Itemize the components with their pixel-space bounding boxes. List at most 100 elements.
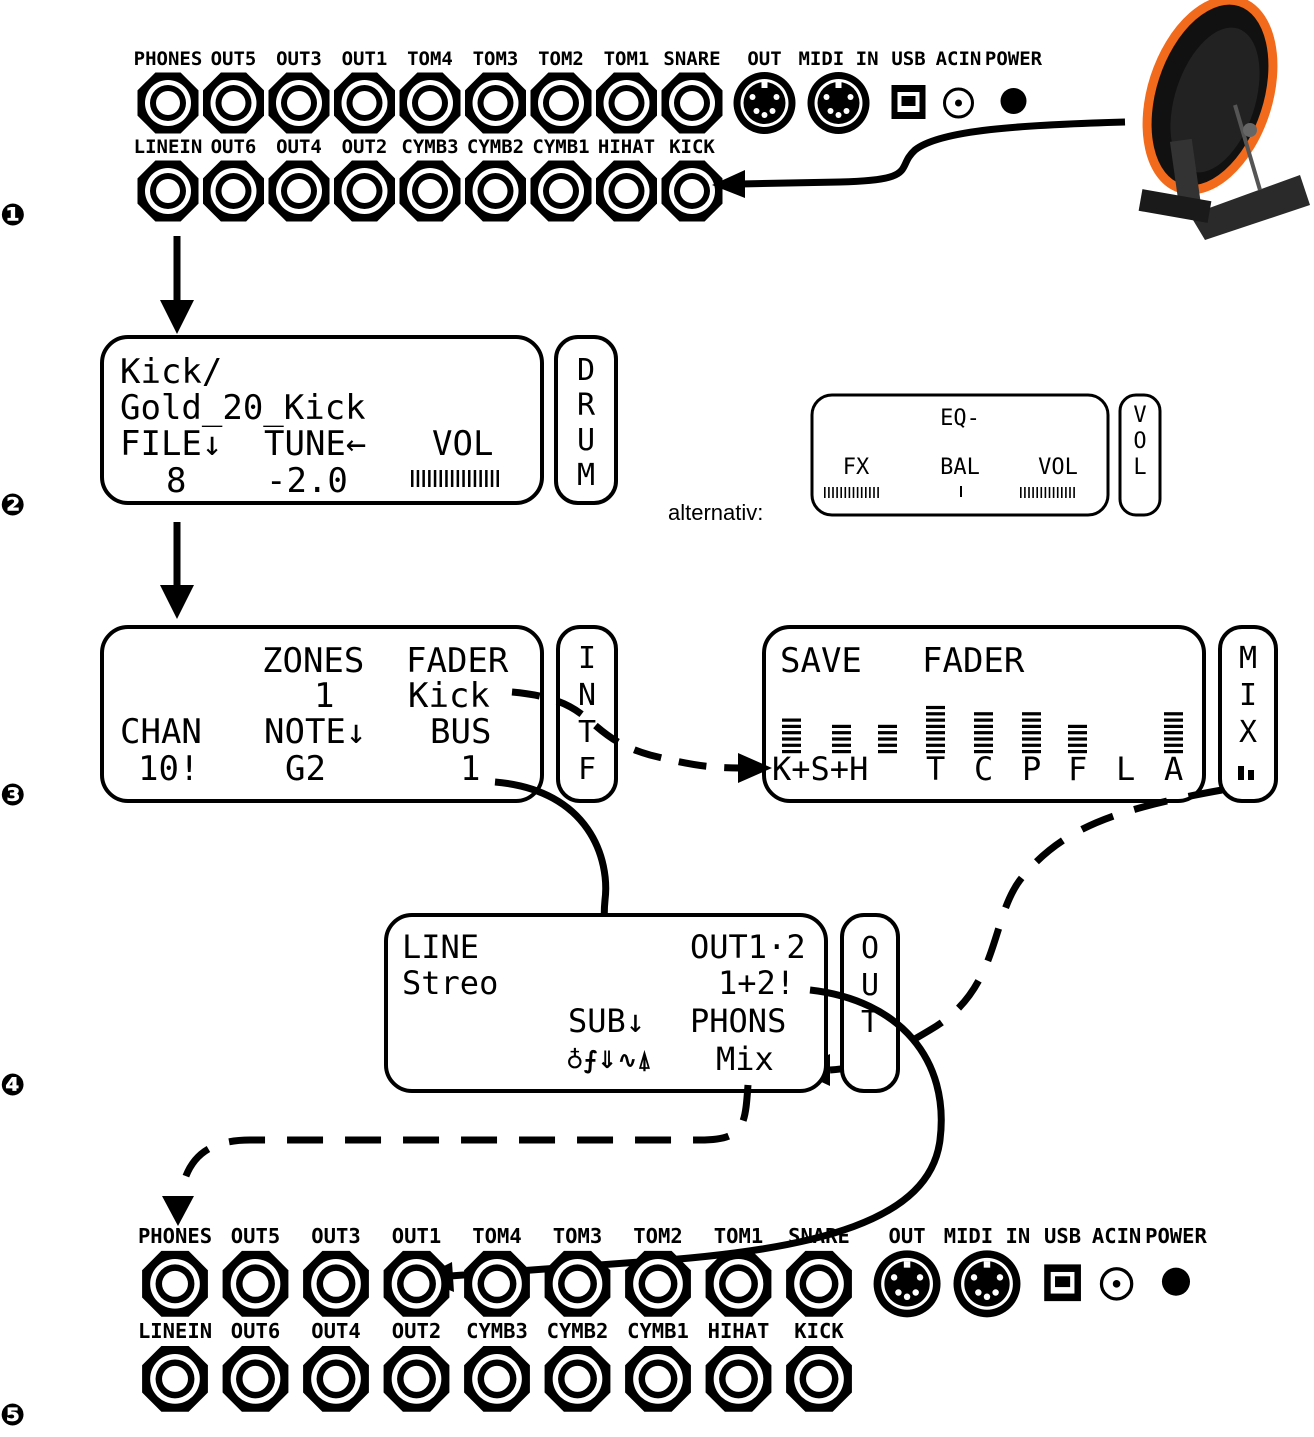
jack-top bbox=[531, 73, 592, 134]
intf-label-bus: BUS bbox=[430, 712, 491, 752]
jack-panel-top: PHONESLINEINOUT5OUT6OUT3OUT4OUT1OUT2TOM4… bbox=[134, 48, 1043, 222]
meter-bar bbox=[1049, 487, 1051, 498]
jack-label-bottom: CYMB2 bbox=[467, 136, 524, 158]
meter-bar bbox=[873, 487, 875, 498]
mix-fader-step bbox=[1164, 725, 1183, 728]
mix-fader-step bbox=[926, 731, 945, 734]
drum-label-file: FILE↓ bbox=[120, 424, 222, 464]
mix-fader-step bbox=[1068, 731, 1087, 734]
step-5: ❺ bbox=[0, 1398, 25, 1433]
meter-bar bbox=[832, 487, 834, 498]
drum-screen: Kick/ Gold_20_Kick FILE↓ TUNE← VOL 8 -2.… bbox=[102, 337, 616, 503]
drum-line2: Gold_20_Kick bbox=[120, 388, 366, 428]
meter-bar bbox=[840, 487, 842, 498]
mix-fader-step bbox=[878, 725, 897, 728]
step-2: ❷ bbox=[0, 488, 25, 523]
step-3: ❸ bbox=[0, 778, 25, 813]
mix-fader-step bbox=[832, 725, 851, 728]
meter-bar bbox=[1069, 487, 1071, 498]
alt-vol-screen: alternativ: EQ- FX BAL VOL V O L bbox=[668, 395, 1160, 525]
jack-label-bottom: OUT2 bbox=[342, 136, 388, 158]
jack-label-bottom: KICK bbox=[669, 136, 715, 158]
jack-bottom bbox=[303, 1346, 369, 1412]
mix-channel-f: F bbox=[1068, 750, 1087, 788]
mix-fader-step bbox=[832, 744, 851, 747]
alt-tab-letter: V bbox=[1133, 403, 1146, 428]
alt-label-bal: BAL bbox=[940, 455, 980, 480]
jack-top bbox=[303, 1251, 369, 1317]
meter-bar bbox=[1020, 487, 1022, 498]
meter-bar bbox=[849, 487, 851, 498]
jack-bottom bbox=[662, 161, 723, 222]
mix-fader-step bbox=[926, 719, 945, 722]
mix-fader-step bbox=[926, 744, 945, 747]
step-4: ❹ bbox=[0, 1068, 25, 1103]
mix-fader-step bbox=[1022, 731, 1041, 734]
jack-label-top: TOM1 bbox=[714, 1224, 763, 1248]
out-line1-left: LINE bbox=[402, 928, 479, 966]
jack-label-bottom: OUT4 bbox=[276, 136, 322, 158]
drum-value-file: 8 bbox=[166, 461, 186, 501]
meter-bar bbox=[877, 487, 879, 498]
fader-link-dashed bbox=[512, 692, 740, 768]
step-1: ❶ bbox=[0, 198, 25, 233]
jack-label-top: TOM1 bbox=[604, 48, 650, 70]
jack-top bbox=[465, 73, 526, 134]
mix-fader-step bbox=[878, 731, 897, 734]
phones-route-dashed bbox=[180, 1085, 748, 1200]
jack-bottom bbox=[531, 161, 592, 222]
meter-bar bbox=[457, 470, 460, 487]
alt-tab-letter: L bbox=[1133, 455, 1146, 480]
meter-bar bbox=[451, 470, 454, 487]
mix-fader-step bbox=[1068, 744, 1087, 747]
mix-fader-step bbox=[974, 725, 993, 728]
jack-label-bottom: CYMB2 bbox=[547, 1319, 609, 1343]
meter-bar bbox=[869, 487, 871, 498]
mix-fader-step bbox=[782, 744, 801, 747]
meter-bar bbox=[853, 487, 855, 498]
drum-value-tune: -2.0 bbox=[266, 461, 348, 501]
jack-label-bottom: KICK bbox=[794, 1319, 844, 1343]
mix-header-save: SAVE bbox=[780, 641, 862, 681]
jack-top bbox=[142, 1251, 208, 1317]
jack-label-top: OUT3 bbox=[276, 48, 322, 70]
mix-fader-step bbox=[782, 737, 801, 740]
midi-in-port bbox=[808, 72, 870, 134]
power-button bbox=[1162, 1268, 1190, 1296]
midi-out-port bbox=[874, 1250, 941, 1317]
jack-label-top: OUT1 bbox=[342, 48, 388, 70]
mix-fader-step bbox=[782, 725, 801, 728]
mix-screen: SAVE FADER K+S+H T C P F L A M I X bbox=[764, 627, 1276, 801]
drum-tab-letter: M bbox=[577, 458, 595, 493]
jack-label-top: TOM3 bbox=[553, 1224, 602, 1248]
meter-bar bbox=[1041, 487, 1043, 498]
usb-port bbox=[1044, 1264, 1081, 1301]
drum-label-vol: VOL bbox=[432, 424, 493, 464]
midi-out-port bbox=[734, 72, 796, 134]
jack-label-bottom: HIHAT bbox=[598, 136, 655, 158]
mix-tab-letter: X bbox=[1239, 715, 1257, 750]
jack-bottom bbox=[706, 1346, 772, 1412]
meter-bar bbox=[462, 470, 465, 487]
jack-label-bottom: CYMB3 bbox=[466, 1319, 528, 1343]
jack-label-top: OUT1 bbox=[392, 1224, 441, 1248]
mix-channel-t: T bbox=[926, 750, 945, 788]
midi-out-label: OUT bbox=[889, 1224, 926, 1248]
mix-fader-step bbox=[878, 744, 897, 747]
jack-bottom bbox=[400, 161, 461, 222]
jack-top bbox=[269, 73, 330, 134]
out-line2-right: 1+2! bbox=[718, 964, 795, 1002]
mix-fader-step bbox=[1022, 725, 1041, 728]
jack-label-top: TOM3 bbox=[473, 48, 519, 70]
power-label: POWER bbox=[1145, 1224, 1207, 1248]
intf-tab-letter: N bbox=[578, 678, 596, 713]
jack-label-bottom: LINEIN bbox=[138, 1319, 212, 1343]
mix-fader-step bbox=[1068, 725, 1087, 728]
mix-fader-step bbox=[1164, 731, 1183, 734]
mix-fader-step bbox=[878, 737, 897, 740]
midi-in-label: MIDI IN bbox=[798, 48, 878, 70]
jack-top bbox=[545, 1251, 611, 1317]
mix-fader-step bbox=[926, 706, 945, 709]
drum-label-tune: TUNE← bbox=[264, 424, 366, 464]
jack-label-bottom: CYMB3 bbox=[401, 136, 458, 158]
